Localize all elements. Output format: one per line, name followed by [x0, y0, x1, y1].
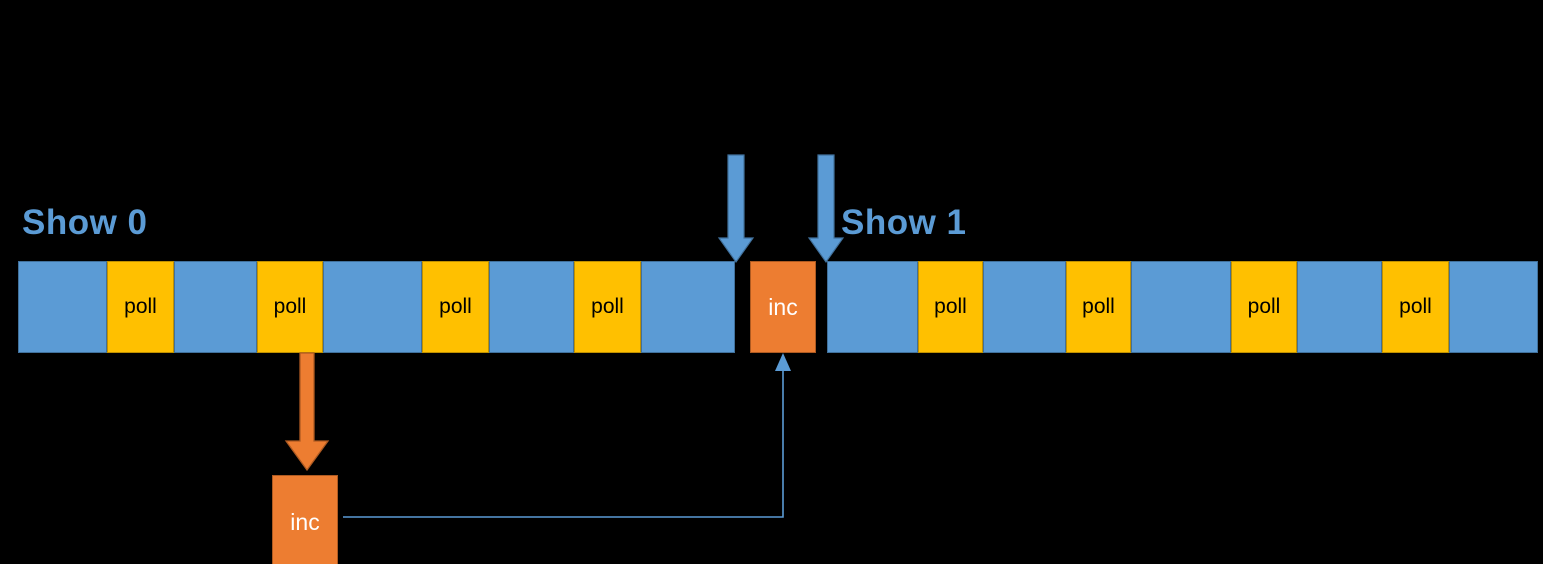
- timeline-segment-poll: poll: [1231, 261, 1297, 353]
- timeline-segment-idle: [827, 261, 918, 353]
- timeline-segment-idle: [1297, 261, 1382, 353]
- defer-arrow-icon: [284, 352, 330, 472]
- timeline-segment-inc: inc: [750, 261, 816, 353]
- timeline-segment-idle: [641, 261, 735, 353]
- show-1-label: Show 1: [841, 203, 967, 242]
- timeline-segment-idle: [174, 261, 257, 353]
- timeline-segment-poll: poll: [574, 261, 641, 353]
- timeline-segment-poll: poll: [257, 261, 323, 353]
- deferred-inc-box: inc: [272, 475, 338, 564]
- timeline-segment-poll: poll: [918, 261, 983, 353]
- timeline-segment-idle: [1131, 261, 1231, 353]
- frame-boundary-arrow-0-icon: [717, 154, 755, 264]
- timeline-segment-idle: [323, 261, 422, 353]
- timeline-segment-idle: [983, 261, 1066, 353]
- timeline-segment-poll: poll: [1066, 261, 1131, 353]
- timeline-segment-poll: poll: [422, 261, 489, 353]
- timeline-segment-poll: poll: [1382, 261, 1449, 353]
- timeline-segment-idle: [489, 261, 574, 353]
- timeline-segment-idle: [18, 261, 107, 353]
- deferred-inc-connector-icon: [343, 353, 791, 518]
- show-0-label: Show 0: [22, 203, 148, 242]
- timeline-segment-idle: [1449, 261, 1538, 353]
- frame-boundary-arrow-1-icon: [807, 154, 845, 264]
- timeline-segment-poll: poll: [107, 261, 174, 353]
